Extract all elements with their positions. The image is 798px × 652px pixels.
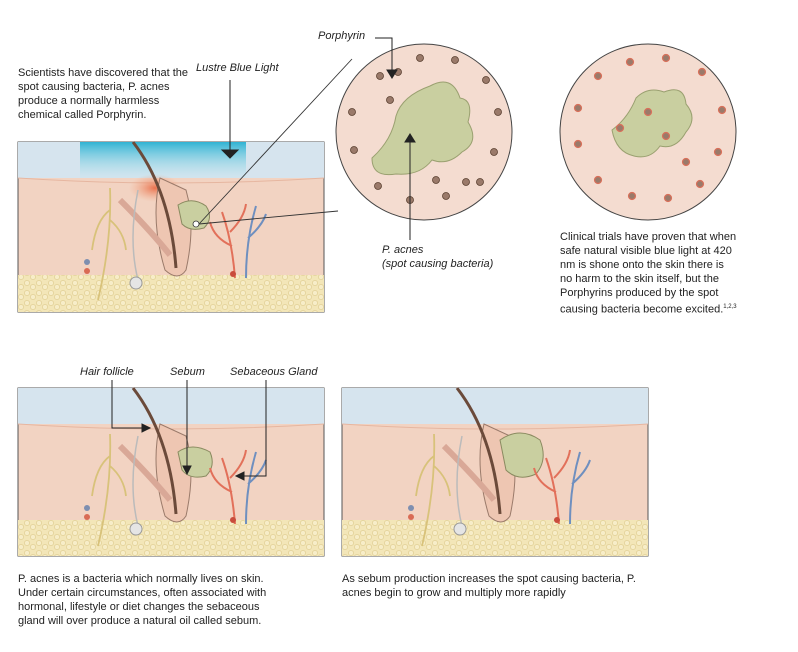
intro-text: Scientists have discovered that the spot… (18, 67, 188, 121)
hair-follicle-label: Hair follicle (80, 366, 134, 378)
blue-light-beam (80, 142, 246, 178)
clinical-references: 1,2,3 (723, 304, 737, 310)
clinical-text: Clinical trials have proven that when sa… (560, 230, 738, 317)
pacnes-label-line2: (spot causing bacteria) (382, 258, 494, 270)
excited-dots (573, 53, 727, 203)
label-arrows-bottom (111, 380, 267, 481)
excited-bacteria-circle (559, 43, 737, 221)
sebum-label: Sebum (170, 366, 205, 378)
clinical-text-body: Clinical trials have proven that when sa… (560, 231, 737, 316)
magnified-bacteria-circle (335, 43, 513, 221)
sebaceous-gland (177, 200, 210, 230)
bacteria-dots (348, 54, 502, 204)
sebum-blob-2 (611, 89, 693, 158)
skin-panel-top (17, 141, 325, 313)
left-caption: P. acnes is a bacteria which normally li… (18, 573, 267, 627)
skin-panel-bottom-right (341, 387, 649, 557)
magnify-lines (198, 58, 353, 225)
right-caption: As sebum production increases the spot c… (342, 573, 636, 599)
sebum-blob (371, 81, 474, 176)
hair-shaft (131, 141, 178, 269)
sebaceous-gland-label: Sebaceous Gland (230, 366, 318, 378)
skin-panel-bottom-left (17, 387, 325, 557)
pacnes-label-line1: P. acnes (382, 244, 424, 256)
pacnes-label: P. acnes (spot causing bacteria) (382, 243, 493, 271)
label-arrows-top (220, 37, 416, 240)
porphyrin-label: Porphyrin (318, 30, 366, 42)
blue-light-label: Lustre Blue Light (196, 62, 279, 74)
